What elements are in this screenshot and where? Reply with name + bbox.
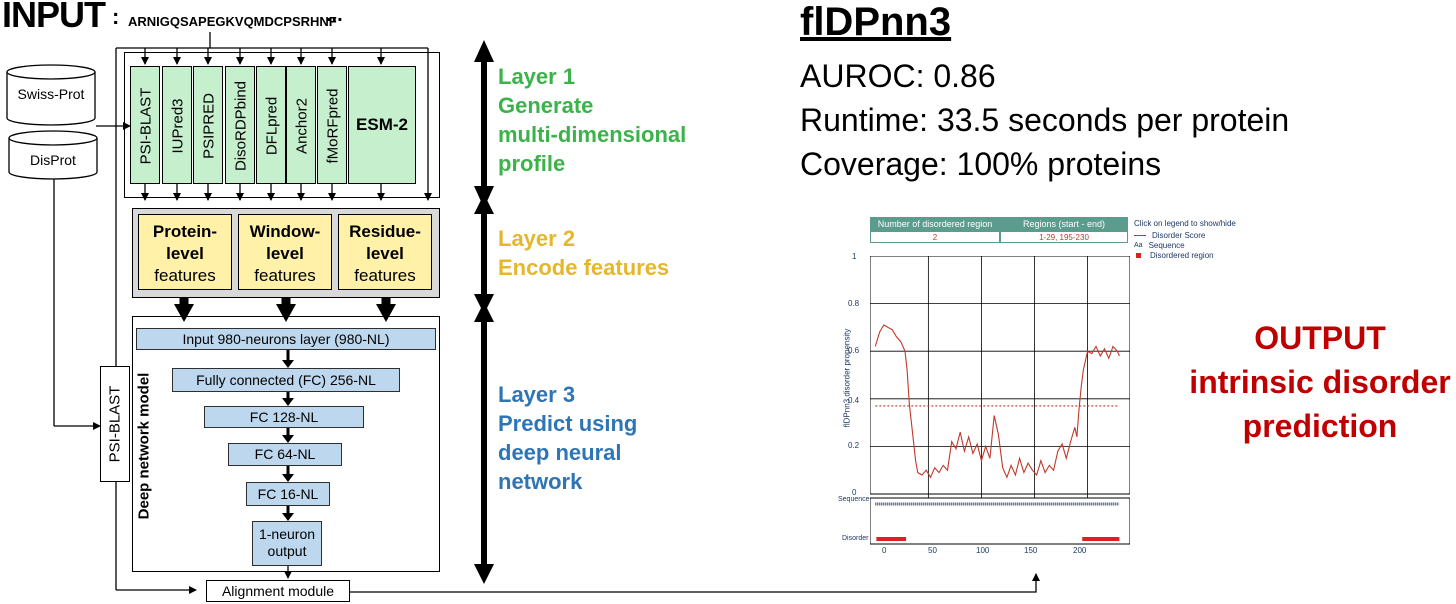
disorder-plot <box>870 256 1130 545</box>
nl-fc-128: FC 128-NL <box>204 406 364 428</box>
track-frame <box>870 497 1130 545</box>
disprot-database: DisProt <box>8 130 98 180</box>
plot-ylabel: flDPnn3 disorder propensity <box>842 328 852 428</box>
ytick-label: 1 <box>852 252 857 261</box>
table-value-regions-range: 1-29, 195-230 <box>1000 231 1128 243</box>
model-title: flDPnn3 <box>800 0 952 44</box>
tool-esm2: ESM-2 <box>348 66 416 184</box>
xtick-label: 200 <box>1073 546 1087 555</box>
legend-item-disorder-score[interactable]: Disorder Score <box>1134 230 1254 240</box>
ytick-label: 0.2 <box>848 441 860 450</box>
runtime-metric: Runtime: 33.5 seconds per protein <box>800 102 1290 138</box>
input-title: INPUT <box>2 0 106 35</box>
swiss-prot-database: Swiss-Prot <box>6 64 96 126</box>
legend-item-sequence[interactable]: Aa Sequence <box>1134 240 1185 250</box>
plot-legend[interactable]: Disorder Score Aa Sequence Disordered re… <box>1134 230 1254 260</box>
track-label-disorder: Disorder <box>842 535 869 542</box>
tool-disordpbind: DisoRDPbind <box>225 66 255 184</box>
swiss-prot-label: Swiss-Prot <box>17 86 85 102</box>
table-value-regions-count: 2 <box>870 231 1000 243</box>
table-header-regions-range: Regions (start - end) <box>1000 217 1128 231</box>
legend-title: Click on legend to show/hide <box>1134 219 1236 228</box>
tool-fmorfpred: fMoRFpred <box>317 66 347 184</box>
nl-fc-256: Fully connected (FC) 256-NL <box>172 368 400 392</box>
side-psi-blast-box: PSI-BLAST <box>100 366 130 482</box>
legend-item-disordered-region[interactable]: Disordered region <box>1134 250 1254 260</box>
tool-psipred: PSIPRED <box>193 66 223 184</box>
xtick-label: 150 <box>1024 546 1038 555</box>
track-label-sequence: Sequence <box>838 496 870 503</box>
input-colon: : <box>112 4 120 29</box>
xtick-label: 0 <box>882 546 887 555</box>
alignment-module: Alignment module <box>206 580 350 602</box>
ytick-label: 0 <box>852 488 857 497</box>
auroc-metric: AUROC: 0.86 <box>800 58 996 94</box>
database-cylinder-icon <box>6 64 96 126</box>
ytick-label: 0.6 <box>848 346 860 355</box>
disorder-score-line <box>874 324 1120 479</box>
line-swatch-icon <box>1134 234 1146 236</box>
database-cylinder-icon <box>8 130 98 180</box>
plot-frame <box>870 256 1130 495</box>
aa-icon: Aa <box>1134 241 1143 249</box>
deep-network-title: Deep network model <box>135 372 153 520</box>
layer1-panel <box>124 52 440 198</box>
xtick-label: 50 <box>928 546 937 555</box>
tool-dflpred: DFLpred <box>256 66 286 184</box>
disordered-region-bar <box>1082 537 1120 541</box>
deep-network-panel <box>132 316 440 572</box>
input-ellipsis: ... <box>326 4 343 26</box>
square-swatch-icon <box>1136 252 1141 258</box>
tool-psi-blast: PSI-BLAST <box>130 66 160 184</box>
table-header-regions-count: Number of disordered region <box>870 217 1000 231</box>
disprot-label: DisProt <box>30 152 76 168</box>
coverage-metric: Coverage: 100% proteins <box>800 146 1162 182</box>
xtick-label: 100 <box>976 546 990 555</box>
ytick-label: 0.8 <box>848 299 860 308</box>
tool-anchor2: Anchor2 <box>286 66 316 184</box>
nl-input-layer: Input 980-neurons layer (980-NL) <box>136 328 436 350</box>
ytick-label: 0.4 <box>848 396 860 405</box>
input-sequence: ARNIGQSAPEGKVQMDCPSRHNF <box>128 14 337 29</box>
disordered-region-bar <box>876 537 907 541</box>
tool-iupred3: IUPred3 <box>162 66 192 184</box>
nl-fc-64: FC 64-NL <box>228 443 342 466</box>
nl-fc-16: FC 16-NL <box>246 482 330 506</box>
